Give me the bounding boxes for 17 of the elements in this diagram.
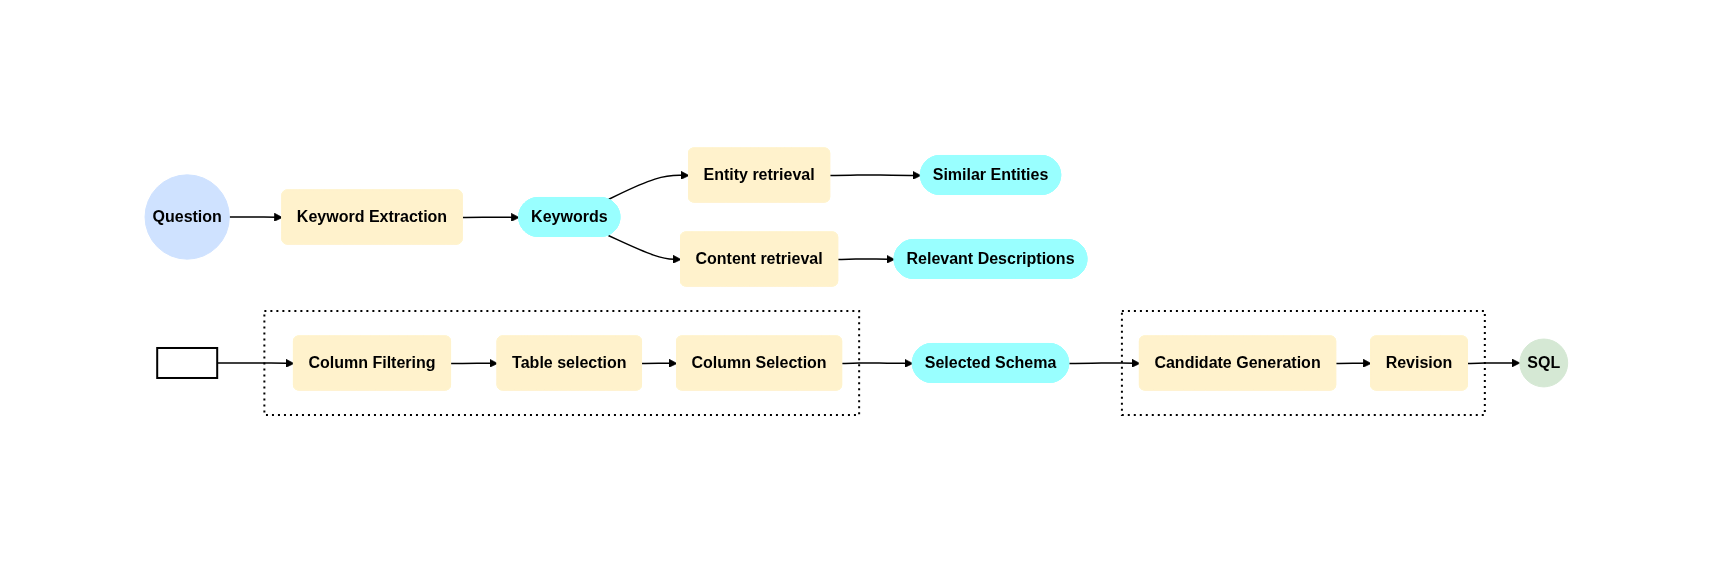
arrow: [837, 254, 896, 264]
arrow: [462, 212, 520, 222]
node-circle: SQL: [1519, 338, 1569, 387]
arrow: [641, 358, 678, 368]
arrow: [607, 234, 682, 264]
arrow: [607, 170, 690, 200]
arrow: [841, 358, 914, 368]
arrow: [829, 170, 922, 180]
cluster: [1121, 309, 1486, 416]
arrow: [1335, 358, 1372, 368]
node-circle: Question: [144, 173, 230, 260]
arrow: [1068, 358, 1141, 368]
arrow: [1467, 358, 1521, 367]
cluster: [263, 309, 861, 416]
arrow: [450, 358, 499, 368]
arrow: [228, 212, 283, 222]
node-bracket: [156, 346, 219, 379]
